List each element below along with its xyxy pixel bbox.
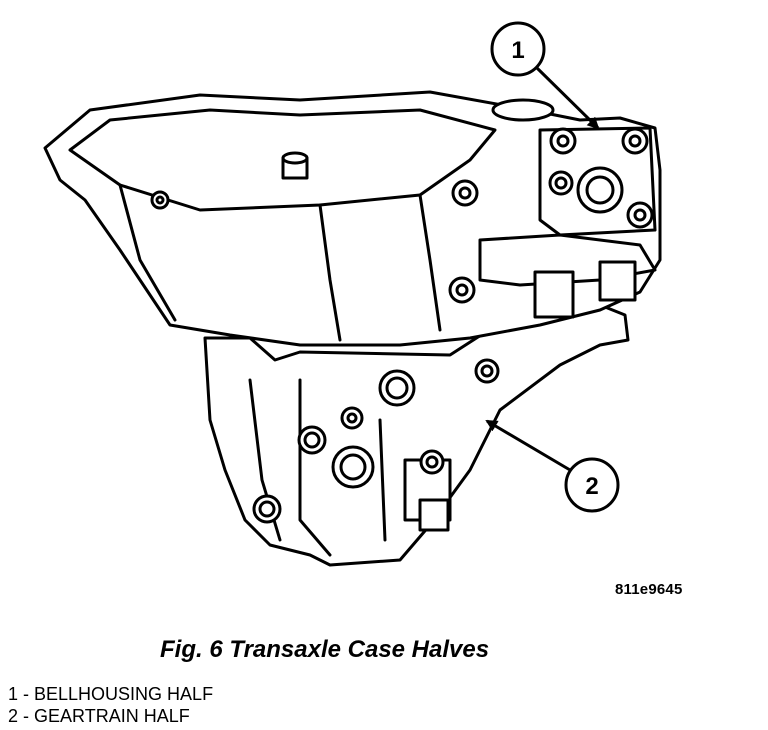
callout-2-leader — [485, 419, 571, 472]
legend-item-separator: - — [18, 684, 35, 704]
callout-1: 1 — [490, 21, 546, 77]
callout-1-number: 1 — [511, 37, 524, 64]
legend-item-bellhousing: 1 - BELLHOUSING HALF — [8, 683, 213, 705]
figure-reference-code: 811e9645 — [615, 581, 683, 598]
callout-2: 2 — [564, 457, 620, 513]
transaxle-illustration: 1 2 — [43, 21, 662, 567]
legend-item-separator: - — [18, 706, 35, 726]
legend-item-geartrain: 2 - GEARTRAIN HALF — [8, 705, 213, 727]
callout-1-leader — [535, 66, 600, 130]
geartrain-half-housing — [203, 298, 630, 567]
legend-item-number: 1 — [8, 684, 19, 704]
figure-caption: Fig. 6 Transaxle Case Halves — [160, 636, 490, 663]
callout-2-number: 2 — [585, 473, 598, 500]
legend-item-text: BELLHOUSING HALF — [34, 684, 214, 704]
legend-item-text: GEARTRAIN HALF — [34, 706, 190, 726]
legend: 1 - BELLHOUSING HALF 2 - GEARTRAIN HALF — [8, 683, 213, 727]
legend-item-number: 2 — [8, 706, 19, 726]
